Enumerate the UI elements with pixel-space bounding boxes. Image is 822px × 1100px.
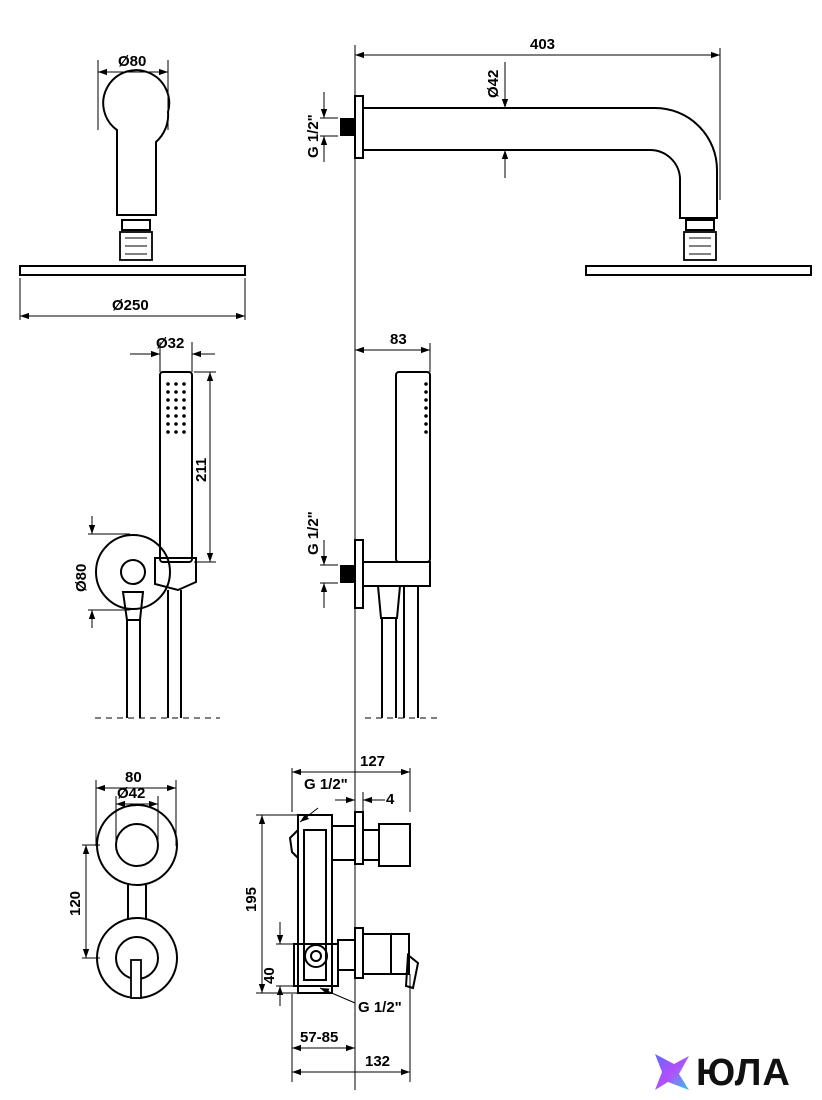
dim-plate-inner: Ø42: [117, 785, 145, 802]
dim-hand-thread: G 1/2": [305, 511, 322, 555]
dim-mixer-spacing: 120: [67, 891, 84, 916]
brand-name: ЮЛА: [696, 1052, 791, 1094]
mixer-side: 127 G 1/2" 4 195 40 G 1/2": [243, 753, 420, 1082]
hand-shower-front: Ø32 211 Ø80: [73, 335, 220, 719]
brand-logo: ЮЛА: [652, 1050, 822, 1096]
dim-hand-length: 211: [193, 458, 210, 482]
head-top-view: Ø80 Ø250: [19, 53, 246, 320]
dim-mixer-thread-top: G 1/2": [304, 776, 348, 793]
side-nozzles: [424, 382, 428, 434]
dim-mixer-depth-top: 127: [360, 753, 385, 770]
dim-arm-thread: G 1/2": [305, 114, 322, 158]
dim-arm-pipe-diameter: Ø42: [485, 70, 502, 98]
dim-mixer-offset: 4: [386, 791, 395, 808]
dim-mixer-height: 195: [243, 887, 260, 912]
dim-arm-length: 403: [530, 36, 555, 53]
nozzle-grid: [166, 382, 186, 434]
dim-hand-projection: 83: [390, 331, 407, 348]
dim-mixer-depth-bottom: 132: [365, 1053, 390, 1070]
dim-holder-diameter: Ø80: [73, 564, 90, 592]
dim-head-diameter: Ø80: [118, 53, 146, 70]
brand-mark-icon: [655, 1054, 689, 1090]
dim-plate-width: 80: [125, 769, 142, 786]
arm-side-view: 403 Ø42 G 1/2": [305, 36, 812, 276]
dim-mixer-low: 40: [261, 967, 278, 984]
dim-hand-diameter: Ø32: [156, 335, 184, 352]
dim-mixer-thread-bottom: G 1/2": [358, 999, 402, 1016]
mixer-front: 80 Ø42 120: [67, 769, 178, 999]
hand-shower-side: 83 G 1/2": [305, 331, 440, 719]
dim-plate-diameter: Ø250: [112, 297, 149, 314]
dim-mixer-install-range: 57-85: [300, 1029, 338, 1046]
